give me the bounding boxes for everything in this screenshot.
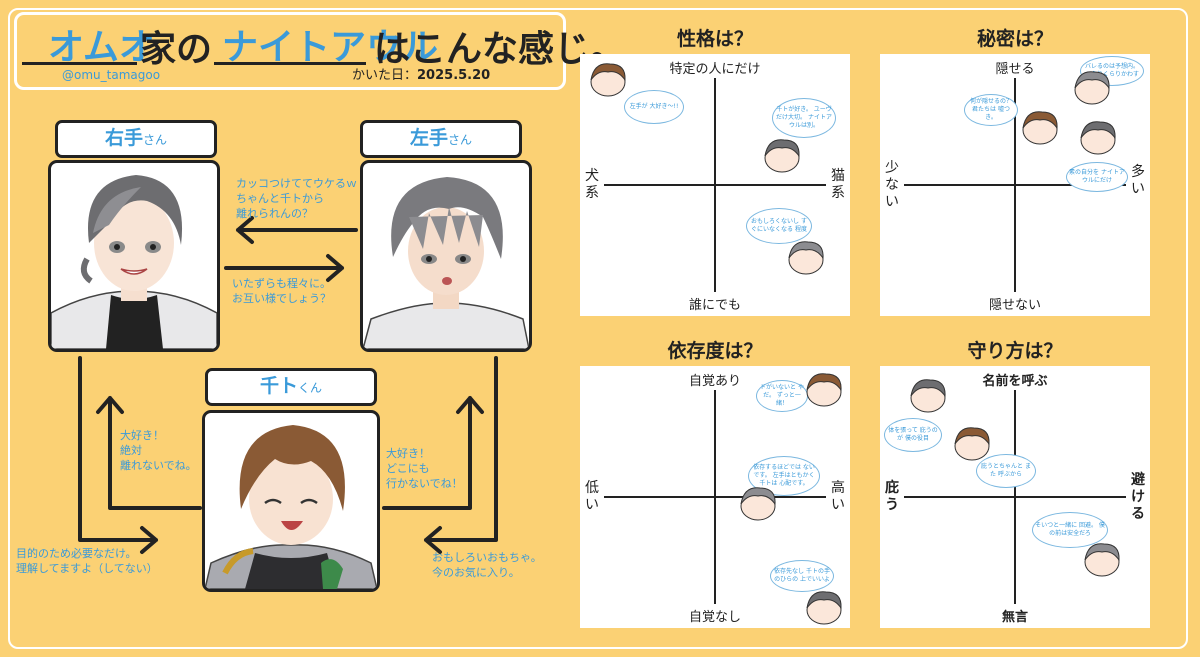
q-protection-bubble-chito: 庇うとちゃんと また 呼ぶから: [976, 454, 1036, 488]
author-handle: @omu_tamagoo: [62, 68, 161, 82]
q-personality-left: 犬系: [585, 168, 599, 201]
chibi-chito-icon: [590, 63, 626, 97]
q-personality-panel: 特定の人にだけ 誰にでも 犬系 猫系 左手が 大好き〜!! 千トが好き。 ユーヴ…: [580, 54, 850, 316]
q-dependence-v-axis: [714, 390, 716, 604]
family-underline: [22, 62, 137, 65]
q-dependence-bubble-hidarite: 依存先なし 千トの手のひらの 上でいいよ: [770, 560, 834, 592]
outer-frame: [8, 8, 1188, 649]
family-name: オムオ: [48, 27, 155, 68]
q-dependence-panel: 自覚あり 自覚なし 低い 高い ドがいないと やだ。 ずっと一緒！ 依存するほど…: [580, 366, 850, 628]
chibi-migite-icon: [910, 379, 946, 413]
q-protection-panel: 名前を呼ぶ 無言 庇う 避ける 体を張って 庇うのが 僕の役目 庇うとちゃんと …: [880, 366, 1150, 628]
chibi-migite-icon: [806, 591, 842, 625]
q-personality-top: 特定の人にだけ: [669, 62, 761, 77]
q-personality-bubble-migite: 千トが好き。 ユーヴだけ大切。 ナイトアウルは別。: [772, 98, 836, 138]
q-secrets-panel: 隠せる 隠せない 少ない 多い バレるのは予想内。 のらりくらりかわす 何が隠せ…: [880, 54, 1150, 316]
q-protection-title: 守り方は？: [967, 340, 1063, 362]
q-protection-right: 避ける: [1131, 472, 1145, 522]
q-secrets-right: 多い: [1131, 164, 1145, 197]
note-migite-to-chito: 目的のため必要なだけ。 理解してますよ（してない）: [16, 547, 158, 575]
q-personality-v-axis: [714, 78, 716, 292]
label-hidarite: 左手さん: [360, 120, 522, 158]
q-secrets-title: 秘密は？: [976, 28, 1053, 50]
q-protection-v-axis: [1014, 390, 1016, 604]
q-personality-bubble-chito: 左手が 大好き〜!!: [624, 90, 684, 124]
chibi-hidarite-icon: [788, 241, 824, 275]
relation-arrows: [78, 216, 498, 554]
note-hidarite-to-migite: カッコつけててウケるｗ ちゃんと千トから 離れられんの？: [236, 177, 357, 220]
q-dependence-bubble-chito: ドがいないと やだ。 ずっと一緒！: [756, 380, 808, 412]
title-box: [14, 12, 566, 90]
portrait-chito: [202, 410, 380, 592]
chibi-migite-icon: [764, 139, 800, 173]
chibi-migite-icon: [1080, 121, 1116, 155]
q-protection-bubble-hidarite: そいつと一緒に 回避。 僕の前は安全だろ: [1032, 512, 1108, 548]
note-chito-to-hidarite: 大好き！ どこにも 行かないでね！: [386, 447, 463, 490]
q-secrets-v-axis: [1014, 78, 1016, 292]
q-protection-left: 庇う: [885, 480, 899, 513]
drawn-date: かいた日：2025.5.20: [352, 68, 491, 83]
q-personality-bubble-hidarite: おもしろくないし すぐにいなくなる 程度: [746, 208, 812, 244]
label-chito: 千トくん: [205, 368, 377, 406]
portrait-migite: [48, 160, 220, 352]
q-secrets-top: 隠せる: [995, 62, 1035, 77]
q-personality-right: 猫系: [831, 168, 845, 201]
q-personality-title: 性格は？: [676, 28, 753, 50]
q-dependence-title: 依存度は？: [667, 340, 763, 362]
chibi-chito-icon: [1022, 111, 1058, 145]
q-secrets-left: 少ない: [885, 160, 899, 210]
q-personality-bottom: 誰にでも: [688, 298, 741, 313]
chibi-chito-icon: [806, 373, 842, 407]
chibi-hidarite-icon: [1074, 71, 1110, 105]
q-secrets-bottom: 隠せない: [988, 298, 1041, 313]
q-dependence-right: 高い: [831, 480, 845, 513]
q-protection-top: 名前を呼ぶ: [982, 374, 1048, 389]
chibi-hidarite-icon: [740, 487, 776, 521]
ie-no-text: 家の: [140, 29, 213, 70]
unit-name: ナイトアウル: [222, 27, 439, 68]
q-dependence-bottom: 自覚なし: [688, 610, 741, 625]
unit-underline: [214, 62, 366, 65]
q-protection-bubble-migite: 体を張って 庇うのが 僕の役目: [884, 418, 942, 452]
q-dependence-top: 自覚あり: [688, 374, 741, 389]
label-migite: 右手さん: [55, 120, 217, 158]
q-secrets-bubble-migite: 素の自分を ナイトアウルにだけ: [1066, 162, 1128, 192]
chibi-chito-icon: [954, 427, 990, 461]
note-chito-to-migite: 大好き！ 絶対 離れないでね。: [120, 429, 197, 472]
q-dependence-left: 低い: [585, 480, 599, 513]
q-protection-bottom: 無言: [1001, 610, 1028, 625]
q-dependence-bubble-migite: 依存するほどでは ないです。 左手はともかく千トは 心配です。: [748, 456, 820, 496]
q-secrets-bubble-chito: 何が隠せるの？ 君たちは 嘘つき。: [964, 94, 1018, 126]
note-migite-to-hidarite: いたずらも程々に。 お互い様でしょう？: [232, 277, 331, 305]
portrait-hidarite: [360, 160, 532, 352]
chibi-hidarite-icon: [1084, 543, 1120, 577]
note-hidarite-to-chito: おもしろいおもちゃ。 今のお気に入り。: [432, 551, 542, 579]
